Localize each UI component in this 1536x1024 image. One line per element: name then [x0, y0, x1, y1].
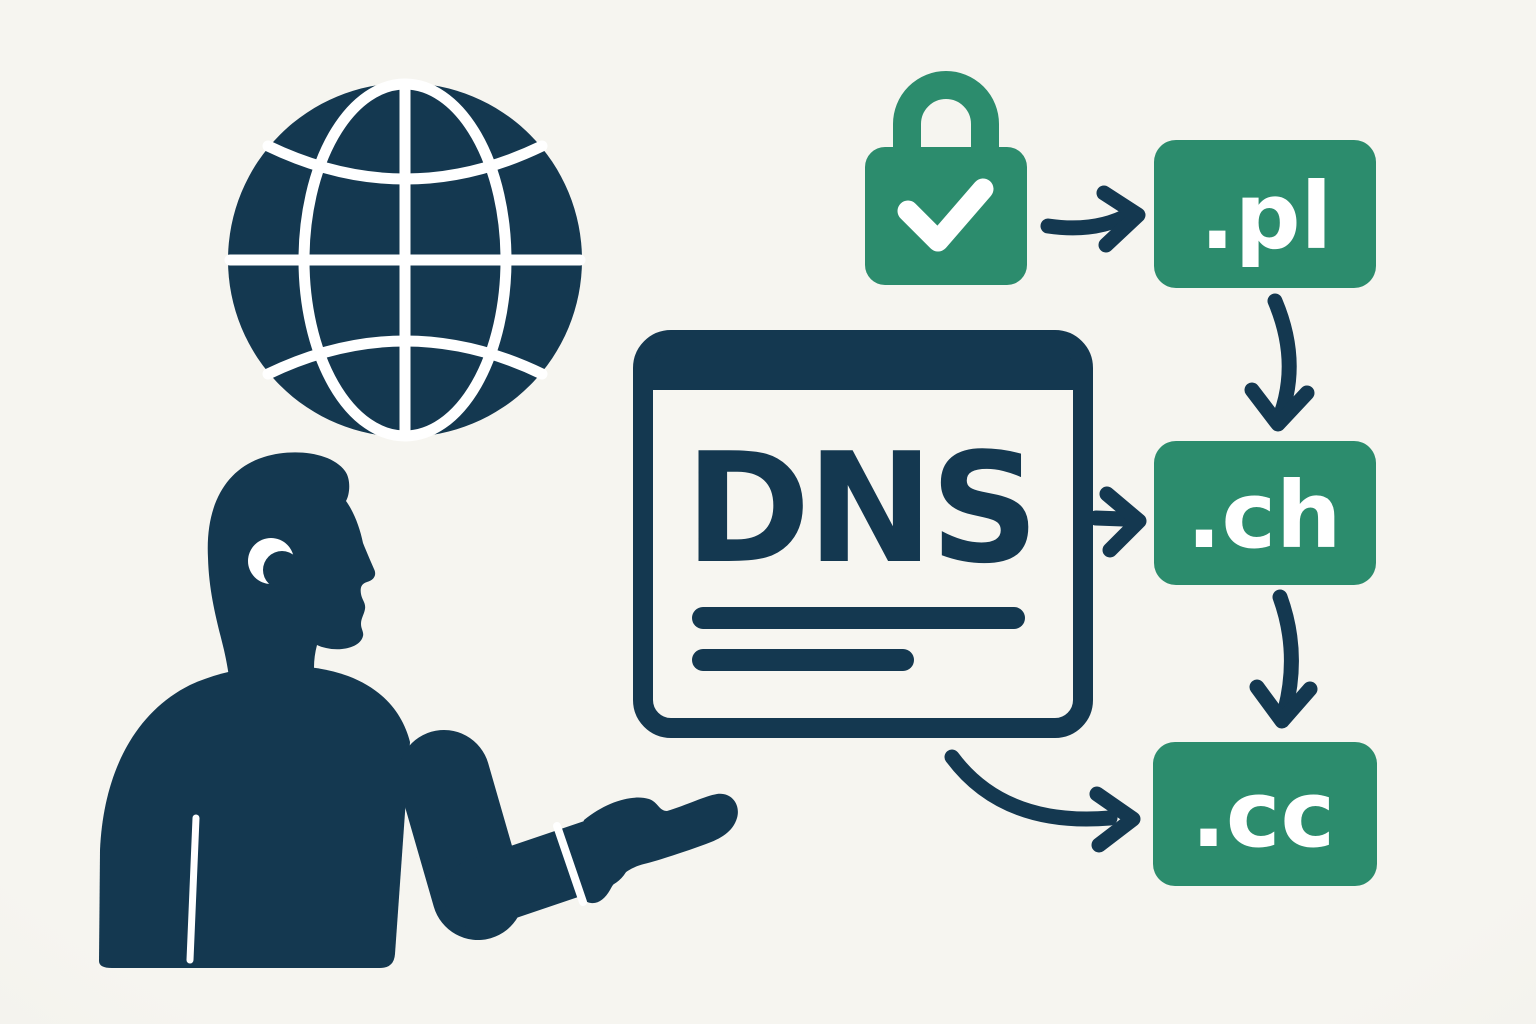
window-titlebar: [643, 340, 1083, 390]
tld-box-cc: .cc: [1153, 742, 1377, 886]
tld-box-pl: .pl: [1154, 140, 1376, 288]
dns-browser-window: DNS: [633, 330, 1093, 738]
tld-label-pl: .pl: [1200, 163, 1332, 270]
arrow-dns-to-cc: [944, 749, 1141, 853]
tld-label-ch: .ch: [1187, 462, 1342, 569]
lock-shackle: [893, 71, 999, 169]
arrowhead-down: [1249, 679, 1318, 729]
arrow-pl-to-ch: [1244, 293, 1315, 432]
arrowhead-down: [1244, 382, 1315, 432]
person-silhouette: [99, 452, 738, 968]
arrow-ch-to-cc: [1249, 589, 1318, 729]
globe-icon: [224, 78, 586, 442]
window-border: [633, 330, 1093, 738]
ear-detail: [248, 538, 301, 589]
window-text-lines: [692, 607, 1025, 671]
forearm: [443, 819, 631, 929]
tld-label-cc: .cc: [1191, 761, 1335, 868]
padlock-check-icon: [865, 71, 1027, 285]
sleeve-cuff-line: [553, 822, 587, 906]
arrowhead-right: [1089, 786, 1141, 853]
torso-seam-line: [186, 814, 200, 964]
arrowhead-right: [1099, 486, 1147, 558]
dns-label: DNS: [685, 420, 1036, 597]
hand: [575, 793, 738, 904]
arrow-dns-to-ch: [1088, 486, 1147, 558]
checkmark-icon: [897, 178, 994, 252]
arrow-lock-to-pl: [1040, 185, 1146, 253]
arrowhead-right: [1096, 185, 1146, 253]
tld-box-ch: .ch: [1154, 441, 1376, 585]
